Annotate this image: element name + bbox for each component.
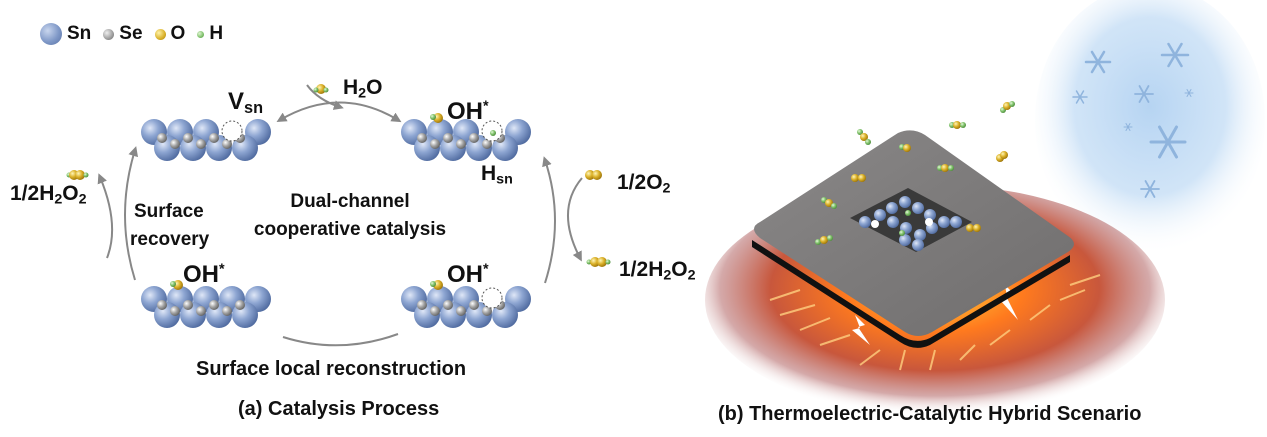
heat-filaments: [769, 274, 1101, 371]
arrow-bottom: [282, 333, 399, 347]
arrow-water-in: [306, 84, 344, 110]
legend-label: Se: [119, 23, 143, 44]
arrow-left: [124, 146, 139, 281]
snowflakes: [1072, 42, 1194, 198]
legend-item-h: H: [197, 23, 223, 45]
panel-b-graphics: [705, 0, 1265, 415]
element-legend: Sn Se O H: [40, 20, 235, 48]
panel-b-caption: (b) Thermoelectric-Catalytic Hybrid Scen…: [718, 403, 1142, 425]
h-atom-icon: [197, 30, 205, 38]
snowflake-icon: [1160, 42, 1190, 68]
right-reactant-label: 1/2O2: [617, 171, 671, 197]
oh-label-bottom-right: OH*: [447, 261, 489, 288]
snowflake-icon: [1184, 89, 1194, 97]
se-atom-icon: [103, 28, 115, 40]
slab-bottom-left: [141, 280, 271, 328]
snowflake-icon: [1123, 123, 1133, 131]
arrow-right: [542, 156, 556, 284]
legend-label: H: [209, 23, 224, 44]
left-product-label: 1/2H2O2: [10, 182, 87, 208]
arrow-left-product: [97, 173, 114, 259]
right-product-label: 1/2H2O2: [619, 258, 696, 284]
hsn-label: Hsn: [481, 162, 513, 188]
oh-label-bottom-left: OH*: [183, 261, 225, 288]
plate-edge: [752, 240, 1070, 348]
slab-top-right: [401, 113, 531, 161]
atomic-window: [850, 188, 972, 252]
legend-item-se: Se: [103, 23, 143, 45]
snowflake-icon: [1134, 85, 1154, 103]
sn-atom-icon: [40, 23, 62, 45]
snowflake-icon: [1072, 90, 1088, 104]
vacancy-label: Vsn: [228, 88, 264, 118]
snowflake-icon: [1140, 180, 1160, 198]
h2o-molecule-icon: [313, 84, 329, 94]
legend-label: Sn: [67, 23, 92, 44]
slab-atoms: [141, 119, 271, 161]
legend-item-sn: Sn: [40, 23, 91, 45]
h2o2-molecule-icon-left: [66, 170, 89, 180]
cold-zone: [1035, 0, 1265, 255]
oh-label-top-right: OH*: [447, 98, 489, 125]
floating-molecules: [815, 101, 1015, 245]
o-atom-icon: [154, 28, 166, 40]
arrow-top: [276, 101, 402, 123]
o2-molecule-icon: [585, 170, 602, 180]
slab-bottom-right: [401, 280, 531, 328]
window-atoms: [859, 196, 962, 251]
legend-item-o: O: [154, 23, 186, 45]
snowflake-icon: [1149, 125, 1187, 159]
legend-label: O: [170, 23, 186, 44]
lightning-icon: [1000, 285, 1018, 320]
arrow-right-reactant: [567, 177, 583, 262]
slab-top-left: [141, 119, 271, 161]
snowflake-icon: [1084, 50, 1112, 74]
lightning-icon: [852, 315, 870, 345]
panel-a-caption: (a) Catalysis Process: [238, 398, 440, 420]
h2o2-molecule-icon-right: [586, 257, 611, 267]
bottom-process-label: Surface local reconstruction: [196, 358, 467, 380]
water-input-label: H2O: [343, 76, 383, 102]
